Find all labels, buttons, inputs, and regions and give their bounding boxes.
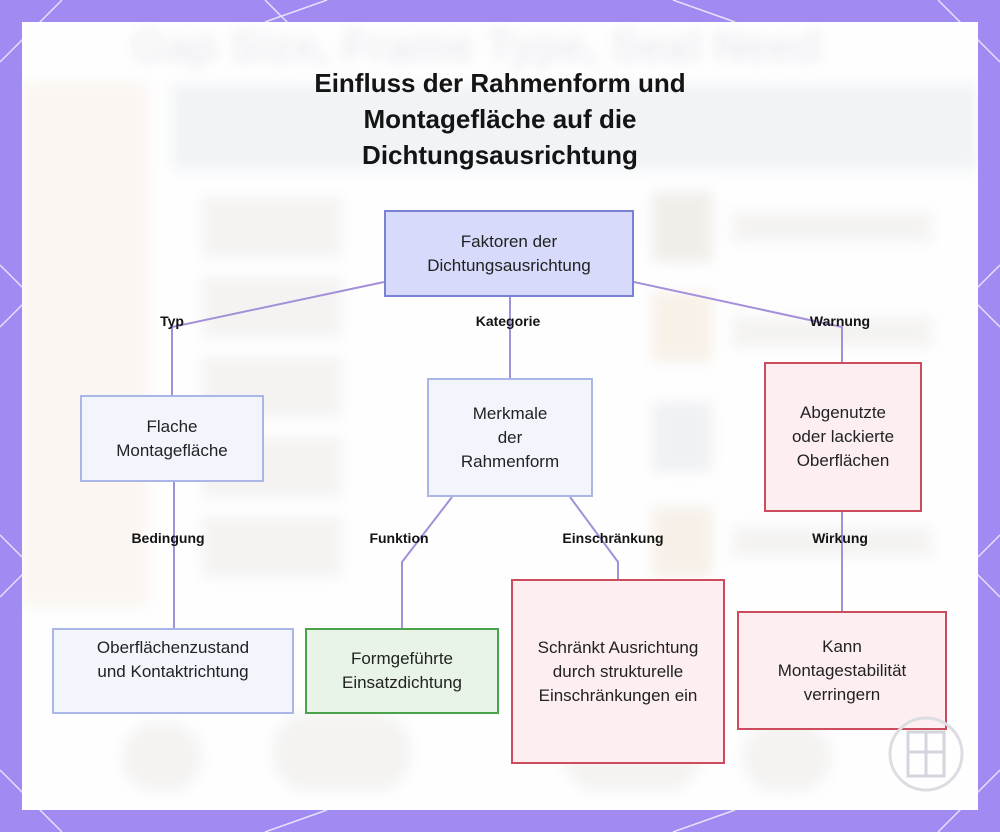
- connector-frame-shape-to-shape-guided: [401, 496, 453, 628]
- node-surface-condition: Oberflächenzustand und Kontaktrichtung: [52, 628, 294, 714]
- edge-label-function: Funktion: [369, 530, 429, 546]
- edge-label-warning: Warnung: [809, 313, 871, 329]
- edge-label-effect: Wirkung: [812, 530, 868, 546]
- node-shape-guided-seal: Formgeführte Einsatzdichtung: [305, 628, 499, 714]
- node-restricts-alignment: Schränkt Ausrichtung durch strukturelle …: [511, 579, 725, 764]
- connector-lines: [171, 281, 843, 628]
- edge-label-condition: Bedingung: [131, 530, 205, 546]
- edge-label-category: Kategorie: [475, 313, 541, 329]
- diagram-canvas: Gap Size, Frame Type, Seal Need Einfluss…: [22, 22, 978, 810]
- diagram-title: Einfluss der Rahmenform und Montagefläch…: [314, 68, 686, 170]
- node-frame-shape-features: Merkmale der Rahmenform: [427, 378, 593, 497]
- node-flat-mounting-surface: Flache Montagefläche: [80, 395, 264, 482]
- window-frame-logo-icon: [888, 716, 964, 792]
- connector-root-to-flat-surface: [171, 281, 385, 395]
- node-worn-painted-surfaces: Abgenutzte oder lackierte Oberflächen: [764, 362, 922, 512]
- connector-frame-shape-to-restricts: [569, 496, 619, 579]
- edge-label-restriction: Einschränkung: [562, 530, 664, 546]
- node-reduces-stability: Kann Montagestabilität verringern: [737, 611, 947, 730]
- node-factors-root: Faktoren der Dichtungsausrichtung: [384, 210, 634, 297]
- edge-label-type: Typ: [160, 313, 184, 329]
- connector-root-to-worn-surfaces: [633, 281, 843, 362]
